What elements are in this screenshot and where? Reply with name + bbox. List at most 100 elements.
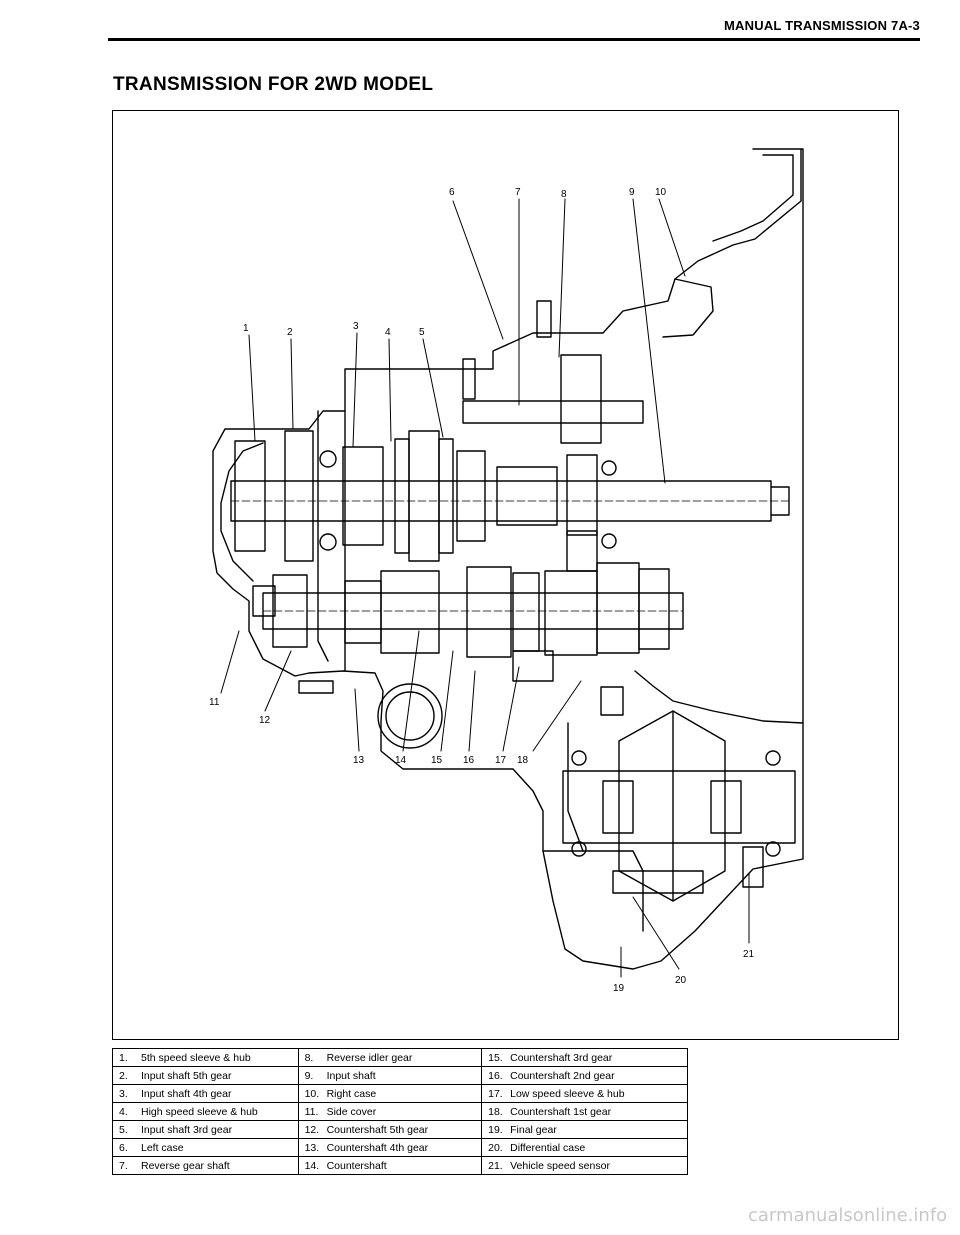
callout-19: 19 (613, 983, 625, 994)
legend-cell: 2. Input shaft 5th gear (112, 1066, 299, 1085)
legend-cell: 20. Differential case (481, 1138, 688, 1157)
legend-number: 15. (488, 1051, 503, 1064)
legend-label: 5th speed sleeve & hub (141, 1051, 251, 1064)
callout-15: 15 (431, 755, 443, 766)
legend-row: 6. Left case 13. Countershaft 4th gear 20. Di… (112, 1138, 688, 1157)
legend-number: 13. (304, 1141, 320, 1154)
legend-cell: 1. 5th speed sleeve & hub (112, 1048, 299, 1067)
legend-number: 16. (488, 1069, 503, 1082)
callout-2: 2 (287, 327, 293, 338)
legend-number: 18. (488, 1105, 503, 1118)
legend-label: Countershaft (326, 1159, 387, 1172)
page-title: TRANSMISSION FOR 2WD MODEL (113, 74, 434, 95)
legend-number: 20. (488, 1141, 503, 1154)
legend-label: Countershaft 1st gear (510, 1105, 612, 1118)
legend-label: Right case (326, 1087, 377, 1100)
callout-10: 10 (655, 187, 667, 198)
callout-8: 8 (561, 189, 567, 200)
legend-cell: 5. Input shaft 3rd gear (112, 1120, 299, 1139)
legend-label: Input shaft 3rd gear (141, 1123, 233, 1136)
legend-number: 4. (119, 1105, 128, 1118)
countershaft (262, 592, 684, 630)
legend-number: 8. (304, 1051, 314, 1064)
leader-lines (220, 198, 750, 978)
legend-number: 21. (488, 1159, 503, 1172)
bolts (252, 300, 624, 716)
legend-number: 10. (304, 1087, 320, 1100)
legend-label: Reverse idler gear (326, 1051, 413, 1064)
legend-cell: 21. Vehicle speed sensor (481, 1156, 688, 1175)
differential (562, 710, 796, 902)
legend-number: 5. (119, 1123, 128, 1136)
legend-cell: 11. Side cover (297, 1102, 483, 1121)
legend-cell: 9. Input shaft (297, 1066, 483, 1085)
callout-21: 21 (743, 949, 755, 960)
legend-cell: 8. Reverse idler gear (297, 1048, 483, 1067)
legend-cell: 14.Countershaft (297, 1156, 483, 1175)
legend-cell: 18. Countershaft 1st gear (481, 1102, 688, 1121)
legend-label: Input shaft (326, 1069, 376, 1082)
legend-label: Final gear (510, 1123, 557, 1136)
legend-cell: 3. Input shaft 4th gear (112, 1084, 299, 1103)
legend-row: 5. Input shaft 3rd gear 12.Countershaft 5t… (112, 1120, 688, 1139)
legend-label: Input shaft 4th gear (141, 1087, 232, 1100)
transmission-cross-section: 1 2 3 4 5 6 7 8 9 10 11 12 13 14 15 16 1… (209, 148, 804, 994)
callout-6: 6 (449, 187, 455, 198)
legend-number: 17. (488, 1087, 503, 1100)
callout-16: 16 (463, 755, 475, 766)
housing-outline (212, 148, 804, 970)
reverse-gear-shaft (462, 400, 644, 424)
legend-number: 3. (119, 1087, 128, 1100)
legend-number: 11. (304, 1105, 319, 1118)
callout-20: 20 (675, 975, 687, 986)
legend-number: 9. (304, 1069, 314, 1082)
legend-cell: 10. Right case (297, 1084, 483, 1103)
callout-13: 13 (353, 755, 365, 766)
legend-cell: 12.Countershaft 5th gear (297, 1120, 483, 1139)
legend-cell: 4. High speed sleeve & hub (112, 1102, 299, 1121)
legend-label: Low speed sleeve & hub (510, 1087, 625, 1100)
legend-label: Differential case (510, 1141, 586, 1154)
callout-5: 5 (419, 327, 425, 338)
legend-number: 7. (119, 1159, 128, 1172)
legend-label: Input shaft 5th gear (141, 1069, 232, 1082)
callout-14: 14 (395, 755, 407, 766)
callout-11: 11 (209, 697, 220, 708)
legend-cell: 6. Left case (112, 1138, 299, 1157)
lower-gears (272, 562, 670, 682)
legend-row: 3. Input shaft 4th gear 10. Right case 17. Lo… (112, 1084, 688, 1103)
legend-label: Left case (141, 1141, 184, 1154)
legend-label: High speed sleeve & hub (141, 1105, 258, 1118)
legend-label: Side cover (326, 1105, 377, 1118)
legend-row: 2. Input shaft 5th gear 9. Input shaft 16. Co… (112, 1066, 688, 1085)
running-head: MANUAL TRANSMISSION 7A-3 (724, 18, 920, 33)
callout-9: 9 (629, 187, 635, 198)
legend-number: 2. (119, 1069, 128, 1082)
legend-cell: 17. Low speed sleeve & hub (481, 1084, 688, 1103)
legend-cell: 16. Countershaft 2nd gear (481, 1066, 688, 1085)
callout-17: 17 (495, 755, 507, 766)
input-shaft (230, 480, 790, 522)
legend-cell: 15. Countershaft 3rd gear (481, 1048, 688, 1067)
legend-label: Countershaft 3rd gear (510, 1051, 613, 1064)
legend-label: Vehicle speed sensor (510, 1159, 610, 1172)
callout-3: 3 (353, 321, 359, 332)
legend-row: 7. Reverse gear shaft 14.Countershaft 21. Ve… (112, 1156, 688, 1175)
legend-cell: 19.Final gear (481, 1120, 688, 1139)
callout-labels: 1 2 3 4 5 6 7 8 9 10 11 12 13 14 15 16 1… (209, 187, 755, 994)
legend-label: Reverse gear shaft (141, 1159, 230, 1172)
transmission-figure: 1 2 3 4 5 6 7 8 9 10 11 12 13 14 15 16 1… (112, 110, 899, 1040)
legend-number: 6. (119, 1141, 128, 1154)
callout-4: 4 (385, 327, 391, 338)
legend-number: 1. (119, 1051, 128, 1064)
legend-label: Countershaft 4th gear (326, 1141, 429, 1154)
legend-row: 1. 5th speed sleeve & hub 8. Reverse idler … (112, 1048, 688, 1067)
bearings (319, 450, 781, 857)
header-rule (108, 38, 920, 41)
legend-number: 12. (304, 1123, 320, 1136)
legend-label: Countershaft 2nd gear (510, 1069, 615, 1082)
callout-1: 1 (243, 323, 249, 334)
upper-gears (234, 354, 602, 572)
callout-7: 7 (515, 187, 521, 198)
legend-row: 4. High speed sleeve & hub 11. Side cover 18… (112, 1102, 688, 1121)
